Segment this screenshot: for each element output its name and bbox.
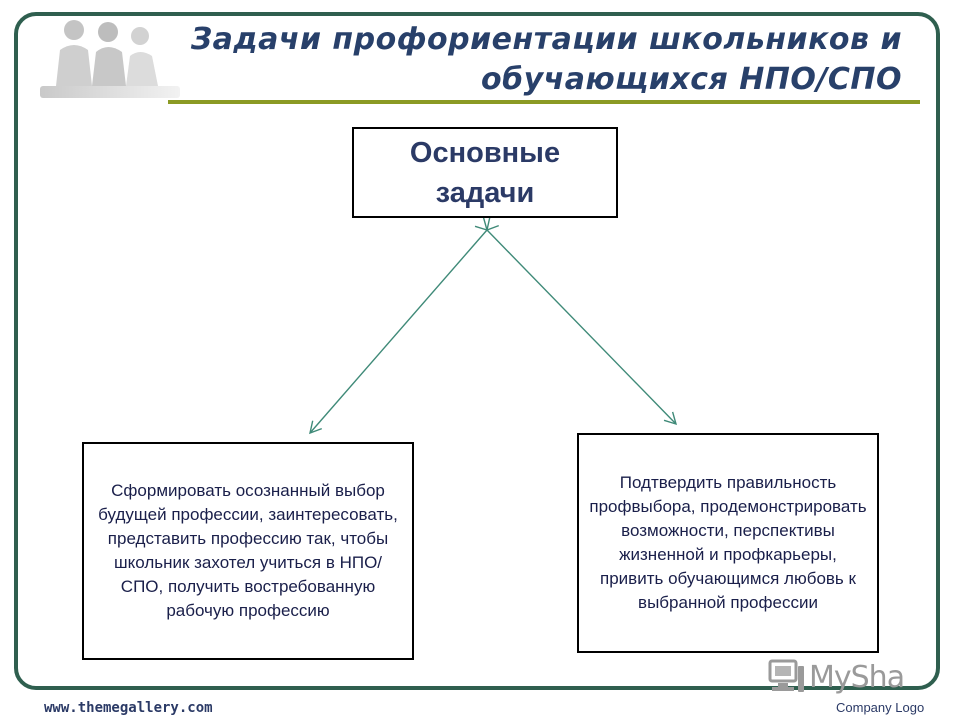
- title-underline: [168, 100, 920, 104]
- logo-text: MySha: [809, 660, 905, 695]
- slide-title-line2: обучающихся НПО/СПО: [481, 62, 902, 97]
- company-logo-text: Company Logo: [836, 700, 925, 715]
- right-task-text: Подтвердить правильность профвыбора, про…: [589, 473, 867, 612]
- left-task-box: Сформировать осознанный выбор будущей пр…: [82, 442, 414, 660]
- website-link[interactable]: www.themegallery.com: [44, 700, 213, 716]
- right-task-box: Подтвердить правильность профвыбора, про…: [577, 433, 879, 653]
- slide-title-line1: Задачи профориентации школьников и: [190, 22, 902, 57]
- people-silhouette-icon: [40, 20, 180, 98]
- left-task-text: Сформировать осознанный выбор будущей пр…: [98, 481, 398, 620]
- main-tasks-box: Основные задачи: [352, 127, 618, 218]
- main-tasks-line1: Основные: [409, 136, 561, 169]
- myshared-logo: MySha: [767, 656, 937, 696]
- slide-title: Задачи профориентации школьников и обуча…: [150, 20, 902, 100]
- main-tasks-line2: задачи: [435, 176, 535, 209]
- computer-logo-icon: [768, 659, 804, 692]
